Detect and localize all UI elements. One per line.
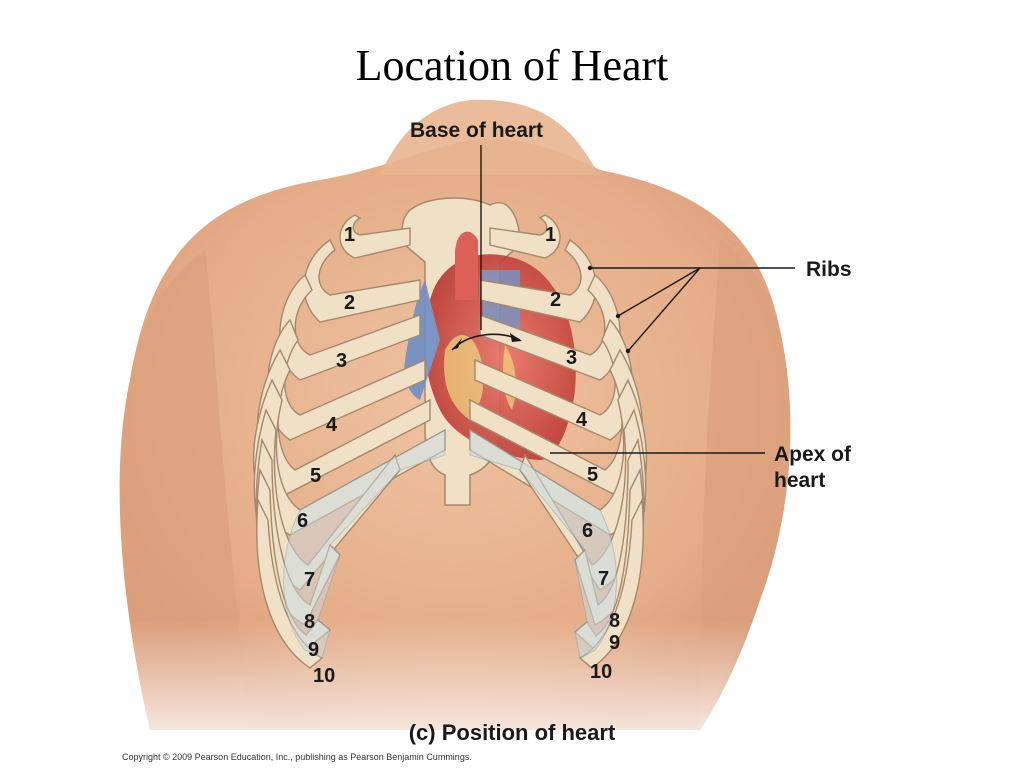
right-arm — [700, 240, 791, 730]
label-apex-line2: heart — [774, 469, 825, 492]
left-rib-10 — [256, 497, 324, 669]
rib-numbers-left: 1 2 3 4 5 6 7 8 9 10 — [297, 224, 355, 687]
rotation-arrow-head-left — [452, 338, 462, 350]
rib-number-right-8: 8 — [609, 610, 620, 632]
rib-number-left-2: 2 — [344, 292, 355, 314]
rib-number-right-6: 6 — [582, 520, 593, 542]
rotation-arrow-head-right — [510, 333, 522, 342]
right-cartilage-lower — [469, 429, 617, 659]
label-ribs: Ribs — [806, 258, 852, 281]
left-rib-3 — [279, 273, 421, 381]
ribs-leader-dot-1 — [587, 265, 593, 271]
rib-number-left-1: 1 — [344, 224, 355, 246]
rib-number-right-9: 9 — [609, 632, 620, 654]
left-arm — [120, 250, 251, 730]
rib-number-left-6: 6 — [297, 510, 308, 532]
rib-number-left-7: 7 — [304, 569, 315, 591]
right-rib-10 — [578, 497, 644, 669]
rib-number-right-7: 7 — [598, 568, 609, 590]
rib-number-right-1: 1 — [545, 224, 556, 246]
rib-number-left-9: 9 — [308, 639, 319, 661]
rib-number-right-3: 3 — [566, 347, 577, 369]
slide-title: Location of Heart — [355, 41, 669, 90]
left-cartilage-lower — [283, 429, 446, 659]
ribs-leader-dot-2 — [615, 313, 621, 319]
ribs-leader-line-2 — [617, 267, 701, 317]
rib-number-left-10: 10 — [313, 665, 335, 687]
rib-number-right-5: 5 — [587, 464, 598, 486]
figure-caption: (c) Position of heart — [408, 720, 616, 745]
rib-number-right-2: 2 — [550, 289, 561, 311]
left-rib-2 — [303, 238, 421, 323]
rib-number-right-4: 4 — [576, 409, 588, 431]
neck — [380, 99, 600, 175]
rib-numbers-right: 1 2 3 4 5 6 7 8 9 10 — [545, 224, 620, 683]
right-cartilages — [469, 429, 617, 659]
copyright-notice: Copyright © 2009 Pearson Education, Inc.… — [122, 752, 472, 762]
ribs-leader-dot-3 — [625, 348, 631, 354]
rib-number-left-3: 3 — [336, 350, 347, 372]
left-ribs — [252, 214, 446, 669]
label-apex-line1: Apex of — [774, 443, 852, 466]
rib-number-left-5: 5 — [310, 465, 321, 487]
coronary-fat — [444, 335, 484, 420]
rib-number-right-10: 10 — [590, 661, 612, 683]
left-rib-1 — [339, 214, 411, 259]
label-base-of-heart: Base of heart — [410, 119, 543, 142]
right-rib-1 — [489, 214, 561, 259]
right-rib-2 — [479, 238, 597, 323]
left-cartilages — [283, 429, 446, 659]
aorta — [455, 231, 478, 300]
ribs-leader-line-3 — [627, 267, 701, 352]
bottom-fade — [0, 620, 1024, 768]
left-rib-7 — [253, 408, 401, 591]
rib-number-left-8: 8 — [304, 611, 315, 633]
rib-number-left-4: 4 — [326, 414, 338, 436]
